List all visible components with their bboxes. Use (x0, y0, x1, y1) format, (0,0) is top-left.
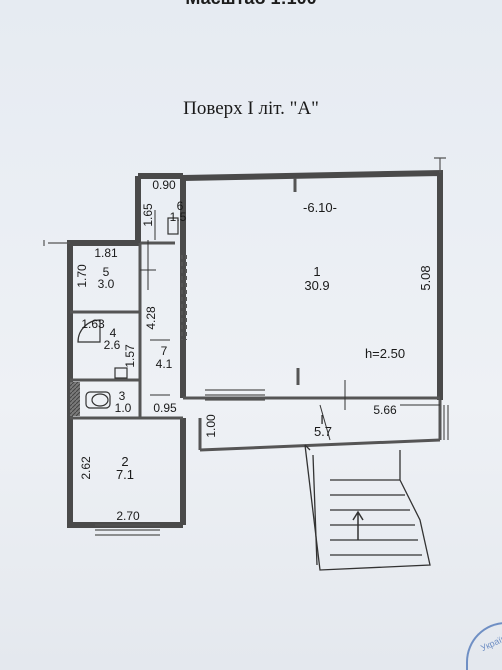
room2-area: 7.1 (116, 467, 134, 482)
room7-area: 4.1 (156, 357, 173, 371)
bathroom-fixtures (77, 319, 111, 409)
room6-number: 6 (177, 199, 184, 213)
room2-width: 2.70 (116, 509, 140, 523)
room7-number: 7 (161, 344, 168, 358)
roomI-depth: 1.00 (204, 414, 218, 438)
stamp-text: Україн (479, 632, 502, 654)
room-labels: -6.10- 1 30.9 5.08 h=2.50 0.90 6 1.5 1.6… (75, 178, 433, 523)
room1-area: 30.9 (304, 278, 329, 293)
room1-height: h=2.50 (365, 346, 405, 361)
room2-depth: 2.62 (79, 456, 93, 480)
dimension-ticks (140, 210, 440, 441)
room6-area: 1.5 (170, 210, 187, 224)
partition-dashes (181, 255, 187, 340)
roomI-width: 5.66 (373, 403, 397, 417)
room4-width: 1.63 (81, 317, 105, 331)
room3-number: 3 (119, 389, 126, 403)
room6-depth: 1.65 (141, 203, 155, 227)
room4-number: 4 (110, 326, 117, 340)
room4-area: 2.6 (104, 338, 121, 352)
room2-number: 2 (121, 454, 128, 469)
room1-number: 1 (313, 264, 320, 279)
windows (43, 157, 449, 536)
room6-width: 0.90 (152, 178, 176, 192)
room7-depth: 4.28 (144, 306, 158, 330)
floor-title: Поверх I літ. "А" (183, 98, 319, 119)
room5-number: 5 (103, 265, 110, 279)
room5-depth: 1.70 (75, 264, 89, 288)
roomI-number: I (320, 412, 324, 427)
room3-width: 0.95 (153, 401, 177, 415)
scale-title: Масштаб 1:100 (0, 0, 502, 9)
room5-width: 1.81 (94, 246, 118, 260)
staircase (304, 444, 431, 571)
roomI-area: 5.7 (314, 424, 332, 439)
room5-area: 3.0 (98, 277, 115, 291)
room1-width: -6.10- (303, 200, 337, 215)
room3-area: 1.0 (115, 401, 132, 415)
room1-depth: 5.08 (418, 265, 433, 290)
interior-walls (70, 178, 442, 452)
hatched-elements (70, 217, 179, 416)
room4-depth: 1.57 (123, 344, 137, 368)
